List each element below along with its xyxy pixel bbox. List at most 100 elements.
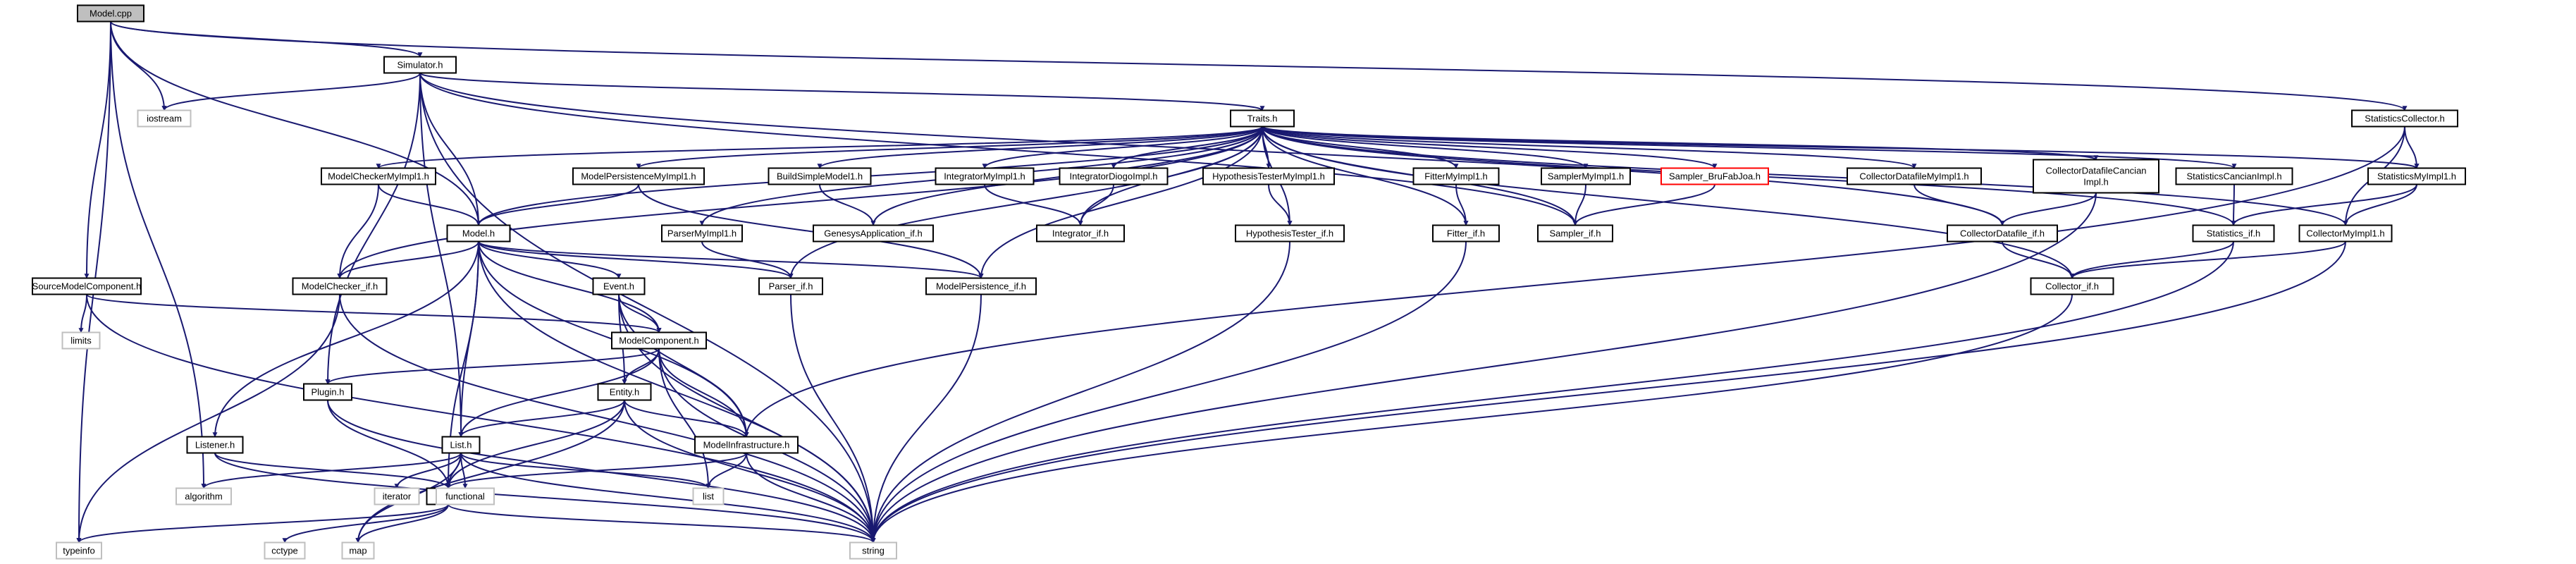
edge-traits_h-to-sbfj_h	[1262, 125, 1718, 169]
node-label: functional	[445, 491, 485, 502]
edge-model_h-to-listener_h	[212, 241, 479, 438]
edge-sbfj_h-to-sampler_if	[1572, 184, 1715, 226]
node-listener-h[interactable]: Listener.h	[186, 436, 244, 454]
node-parser-if[interactable]: Parser_if.h	[758, 277, 823, 295]
node-label: typeinfo	[63, 546, 95, 556]
node-box	[935, 167, 1035, 185]
edge-traits_h-to-fitter_if	[1262, 126, 1469, 226]
edge-line	[1111, 126, 1263, 169]
edge-traits_h-to-coll_if	[1262, 126, 2075, 279]
node-statcoll-h[interactable]: StatisticsCollector.h	[2351, 109, 2458, 128]
edge-traits_h-to-cdfci_h	[1262, 125, 2099, 161]
node-list-h[interactable]: List.h	[441, 436, 481, 454]
node-box	[446, 224, 511, 243]
node-label: ModelInfrastructure.h	[703, 440, 790, 450]
edge-line	[201, 452, 462, 489]
edge-mcomp_h-to-minfra_h	[658, 348, 749, 438]
edge-line	[1572, 184, 1586, 226]
node-label: list	[703, 491, 714, 502]
node-label: ModelPersistenceMyImpl1.h	[581, 171, 696, 182]
node-cmi-h[interactable]: CollectorMyImpl1.h	[2298, 224, 2393, 243]
node-stats-if[interactable]: Statistics_if.h	[2192, 224, 2275, 243]
edge-traits_h-to-mpmi_h	[636, 125, 1263, 169]
node-mpmi-h[interactable]: ModelPersistenceMyImpl1.h	[572, 167, 705, 185]
node-mp-if[interactable]: ModelPersistence_if.h	[925, 277, 1037, 295]
node-minfra-h[interactable]: ModelInfrastructure.h	[694, 436, 799, 454]
edge-line	[982, 126, 1263, 169]
edge-traits_h-to-mcmi_h	[376, 125, 1263, 169]
node-cdf-if[interactable]: CollectorDatafile_if.h	[1947, 224, 2058, 243]
edge-simulator_h-to-string	[419, 73, 876, 544]
node-box	[2192, 224, 2275, 243]
node-box	[2351, 109, 2458, 128]
edge-line	[658, 348, 749, 438]
edge-line	[1078, 184, 1114, 226]
node-model-h[interactable]: Model.h	[446, 224, 511, 243]
node-event-h[interactable]: Event.h	[592, 277, 646, 295]
node-box	[2367, 167, 2466, 185]
node-box	[303, 383, 352, 401]
edge-imi_h-to-integ_if	[984, 184, 1083, 226]
node-sampler-if[interactable]: Sampler_if.h	[1537, 224, 1613, 243]
node-ga-if[interactable]: GenesysApplication_if.h	[813, 224, 934, 243]
edge-line	[1262, 126, 1589, 169]
node-model-cpp[interactable]: Model.cpp	[77, 4, 144, 23]
edge-line	[636, 125, 1263, 169]
edge-line	[1262, 126, 2348, 226]
node-htmi-h[interactable]: HypothesisTesterMyImpl1.h	[1202, 167, 1335, 185]
edge-line	[2069, 241, 2234, 279]
node-mc-if[interactable]: ModelChecker_if.h	[292, 277, 388, 295]
edge-statcoll_h-to-statmi_h	[2404, 126, 2420, 169]
node-simulator-h[interactable]: Simulator.h	[383, 56, 457, 74]
edge-listener_h-to-string	[214, 453, 876, 544]
node-smc-h[interactable]: SourceModelComponent.h	[32, 277, 142, 295]
node-box	[2298, 224, 2393, 243]
node-box	[77, 4, 144, 23]
edge-line	[1262, 126, 2075, 279]
node-fmi-h[interactable]: FitterMyImpl1.h	[1412, 167, 1500, 185]
node-plugin-h[interactable]: Plugin.h	[303, 383, 352, 401]
edge-line	[476, 184, 639, 226]
node-box	[1036, 224, 1125, 243]
node-box	[611, 331, 707, 350]
edge-traits_h-to-mp_if	[978, 126, 1263, 279]
node-box	[1541, 167, 1631, 185]
node-bsm-h[interactable]: BuildSimpleModel1.h	[768, 167, 872, 185]
edge-model_cpp-to-algorithm	[110, 21, 207, 489]
node-cdfmi-h[interactable]: CollectorDatafileMyImpl1.h	[1847, 167, 1982, 185]
node-ht-if[interactable]: HypothesisTester_if.h	[1235, 224, 1345, 243]
node-mcomp-h[interactable]: ModelComponent.h	[611, 331, 707, 350]
node-sbfj-h[interactable]: Sampler_BruFabJoa.h	[1660, 167, 1769, 185]
node-statmi-h[interactable]: StatisticsMyImpl1.h	[2367, 167, 2466, 185]
node-imi-h[interactable]: IntegratorMyImpl1.h	[935, 167, 1035, 185]
node-idi-h[interactable]: IntegratorDiogoImpl.h	[1059, 167, 1169, 185]
edge-line	[419, 72, 1265, 111]
edge-event_h-to-mcomp_h	[618, 294, 662, 333]
node-smi-h[interactable]: SamplerMyImpl1.h	[1541, 167, 1631, 185]
node-label: IntegratorMyImpl1.h	[944, 171, 1025, 182]
node-box	[32, 277, 142, 295]
node-entity-h[interactable]: Entity.h	[597, 383, 652, 401]
node-sci-h[interactable]: StatisticsCancianImpl.h	[2175, 167, 2293, 185]
edge-mp_if-to-string	[870, 294, 982, 544]
node-box	[186, 436, 244, 454]
edge-fitter_if-to-string	[870, 241, 1467, 544]
edge-line	[478, 241, 622, 279]
edge-line	[819, 184, 876, 226]
edge-util_h-to-map	[355, 504, 449, 544]
edge-minfra_h-to-string	[746, 453, 876, 544]
edge-list_h-to-algorithm	[201, 452, 462, 489]
node-label: Parser_if.h	[769, 281, 813, 292]
node-fitter-if[interactable]: Fitter_if.h	[1432, 224, 1500, 243]
node-label: Event.h	[603, 281, 634, 292]
node-box	[813, 224, 934, 243]
node-integ-if[interactable]: Integrator_if.h	[1036, 224, 1125, 243]
node-traits-h[interactable]: Traits.h	[1230, 109, 1295, 128]
edge-list_h-to-list	[460, 453, 711, 489]
node-pmi-h[interactable]: ParserMyImpl1.h	[661, 224, 743, 243]
node-coll-if[interactable]: Collector_if.h	[2030, 277, 2114, 295]
node-mcmi-h[interactable]: ModelCheckerMyImpl1.h	[321, 167, 436, 185]
edge-traits_h-to-parser_if	[788, 126, 1263, 279]
edge-parser_if-to-string	[790, 294, 876, 544]
